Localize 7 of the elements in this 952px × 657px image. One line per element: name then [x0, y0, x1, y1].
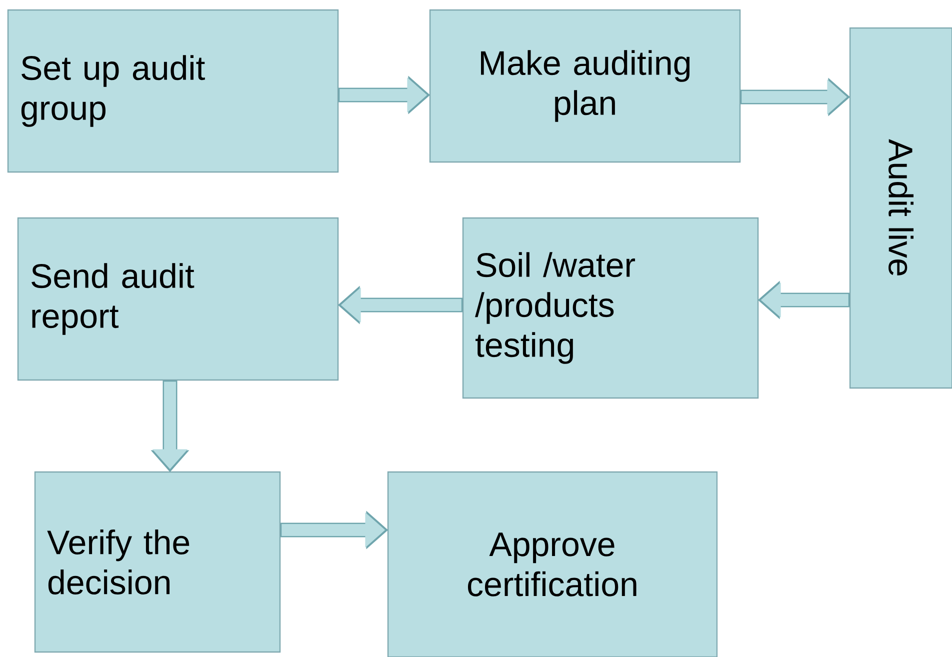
process-box: Verify the decision	[34, 471, 281, 653]
process-box: Make auditing plan	[429, 9, 741, 163]
process-box: Audit live	[849, 27, 952, 389]
process-box: Set up audit group	[7, 9, 339, 173]
process-box: Send audit report	[17, 217, 339, 381]
process-box: Soil /water /products testing	[462, 217, 759, 399]
process-box: Approve certification	[387, 471, 718, 657]
